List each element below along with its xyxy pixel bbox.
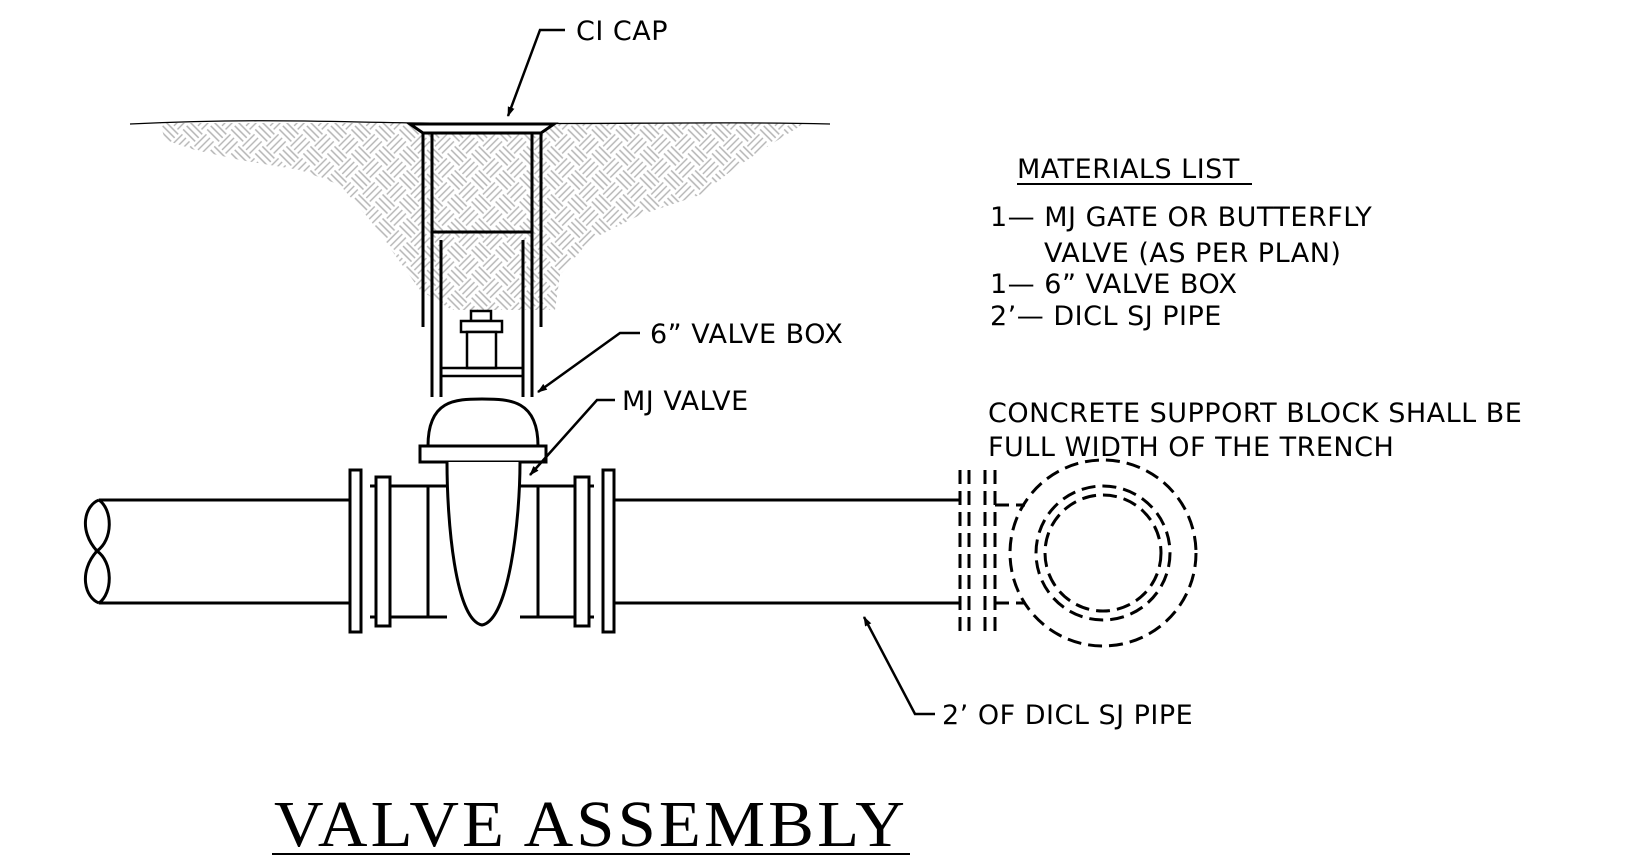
pipe-label: 2’ OF DICL SJ PIPE — [942, 700, 1193, 731]
valve-box-leader — [537, 331, 640, 394]
mj-valve-label: MJ VALVE — [622, 386, 749, 417]
materials-list-item: 1— MJ GATE OR BUTTERFLY — [990, 202, 1372, 233]
materials-list-item: VALVE (AS PER PLAN) — [1044, 238, 1341, 269]
materials-list-heading: MATERIALS LIST — [1017, 154, 1240, 185]
pipe-flanges — [348, 468, 616, 634]
drawing-title: VALVE ASSEMBLY — [274, 788, 908, 856]
valve-box — [405, 122, 559, 397]
ci-cap-label: CI CAP — [576, 16, 668, 47]
materials-list-item: 2’— DICL SJ PIPE — [990, 301, 1222, 332]
operating-nut — [441, 309, 523, 378]
concrete-support-block — [958, 458, 1198, 648]
pipe-leader — [862, 616, 935, 716]
mj-valve — [418, 397, 548, 627]
mj-valve-leader — [529, 398, 615, 476]
dicl-pipe — [83, 484, 960, 619]
concrete-note-line-1: CONCRETE SUPPORT BLOCK SHALL BE — [988, 398, 1522, 429]
concrete-note-line-2: FULL WIDTH OF THE TRENCH — [988, 432, 1394, 463]
materials-list-item: 1— 6” VALVE BOX — [990, 269, 1237, 300]
valve-box-label: 6” VALVE BOX — [650, 319, 843, 350]
soil-backfill-hatch — [160, 123, 805, 310]
ci-cap-leader — [506, 28, 565, 117]
